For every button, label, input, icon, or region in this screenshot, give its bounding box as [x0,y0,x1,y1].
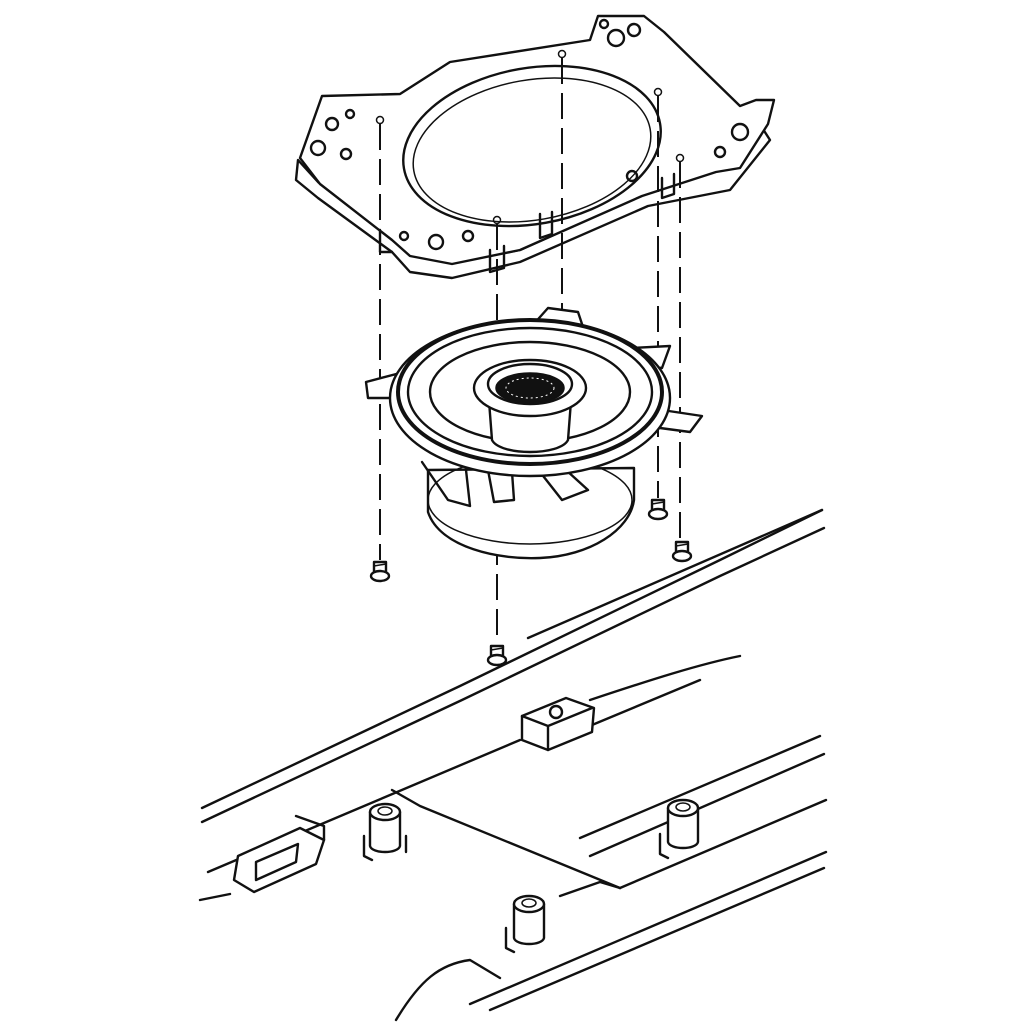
adapter-bracket [294,14,776,280]
panel-vent-box [232,826,326,894]
mounting-post [362,802,408,862]
coaxial-speaker [364,306,704,560]
screw [369,560,391,583]
cavity-edge [390,788,622,890]
speaker-magnet [426,466,636,560]
panel-bottom-edge [468,850,828,1006]
mounting-post [504,894,546,954]
screw [647,498,669,521]
basket-strut [420,460,472,508]
screw [486,644,508,667]
tweeter-grille-mesh [505,377,555,399]
panel-rail [200,508,824,810]
panel-curve [588,654,742,702]
bracket-opening [402,64,662,228]
cavity-rail [618,798,828,890]
panel-trim-curve [394,958,502,1022]
basket-strut [486,468,516,504]
speaker-surround-outer [396,318,664,466]
clip-hole [548,704,564,720]
mounting-post [658,798,700,860]
panel-edge [578,678,702,732]
bracket-opening-lip [412,77,652,223]
clip-block-edge [520,706,594,752]
tweeter-rim [486,362,574,406]
panel-trim [198,892,232,902]
panel-rail [200,526,826,824]
panel-vent-edge [294,814,326,842]
panel-bottom-edge [488,866,826,1012]
bracket-holes [309,18,750,251]
bracket-tab [538,210,554,240]
speaker-surround-inner [406,326,654,458]
bracket-tab [660,172,676,200]
panel-vent-opening [254,842,300,882]
vehicle-door-panel [198,508,828,1022]
screw [671,540,693,563]
panel-clip-block [520,696,596,752]
cavity-rail [578,734,822,840]
cavity-rail [588,752,826,858]
basket-strut [538,468,590,502]
adapter-bracket-top [298,14,776,266]
screw-set [369,498,693,667]
panel-rail-segment [526,508,824,640]
panel-trim [558,880,622,898]
